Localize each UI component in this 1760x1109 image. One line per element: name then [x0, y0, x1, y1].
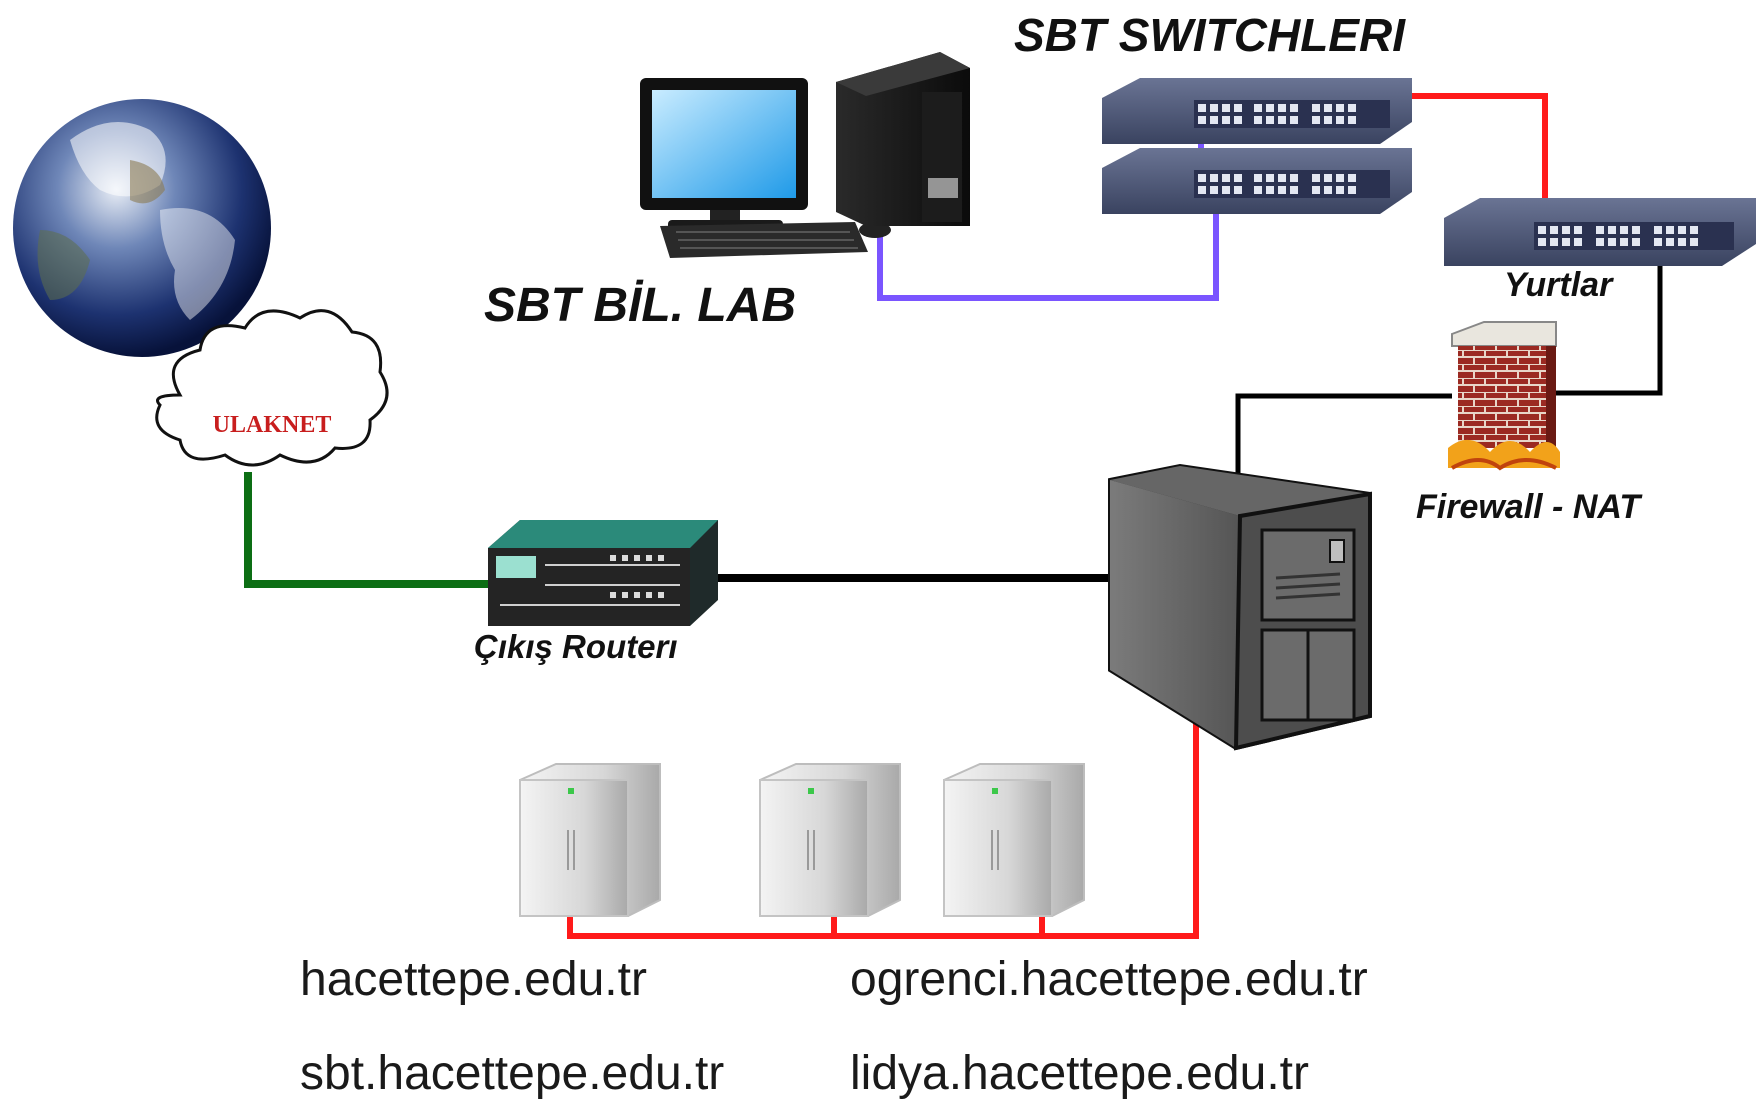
sbt-switch-1-icon — [1102, 78, 1412, 144]
domain-label: lidya.hacettepe.edu.tr — [850, 1047, 1309, 1100]
host-server-1-icon — [519, 763, 661, 917]
main-server-tower-icon — [1108, 463, 1372, 751]
yurtlar-switch-icon — [1444, 198, 1756, 266]
lab-label: SBT BİL. LAB — [484, 279, 796, 332]
host-server-3-icon — [943, 763, 1085, 917]
yurtlar-label: Yurtlar — [1504, 266, 1613, 304]
sbt-switch-2-icon — [1102, 148, 1412, 214]
link-firewall-to-server — [1235, 393, 1452, 488]
domain-label: sbt.hacettepe.edu.tr — [300, 1047, 725, 1100]
domain-label: ogrenci.hacettepe.edu.tr — [850, 953, 1368, 1006]
link-server-to-hosts — [567, 712, 1199, 939]
link-switch-to-yurtlar — [1410, 93, 1548, 231]
link-cloud-to-router — [244, 472, 490, 588]
switches-title: SBT SWITCHLERI — [1014, 9, 1405, 61]
firewall-brick-wall-icon — [1448, 321, 1560, 471]
domain-label: hacettepe.edu.tr — [300, 953, 647, 1006]
link-lab-to-switch — [877, 200, 1219, 301]
firewall-label: Firewall - NAT — [1416, 488, 1641, 526]
lab-monitor-icon — [640, 78, 808, 232]
link-yurtlar-to-firewall — [1541, 250, 1663, 396]
earth-globe-icon — [13, 99, 271, 357]
lab-keyboard-icon — [660, 222, 891, 258]
ulaknet-cloud-icon: ULAKNET — [155, 309, 389, 467]
cloud-label: ULAKNET — [213, 412, 332, 438]
lab-tower-icon — [836, 52, 970, 226]
exit-router-icon — [488, 520, 718, 626]
router-label: Çıkış Routerı — [474, 628, 678, 665]
host-server-2-icon — [759, 763, 901, 917]
